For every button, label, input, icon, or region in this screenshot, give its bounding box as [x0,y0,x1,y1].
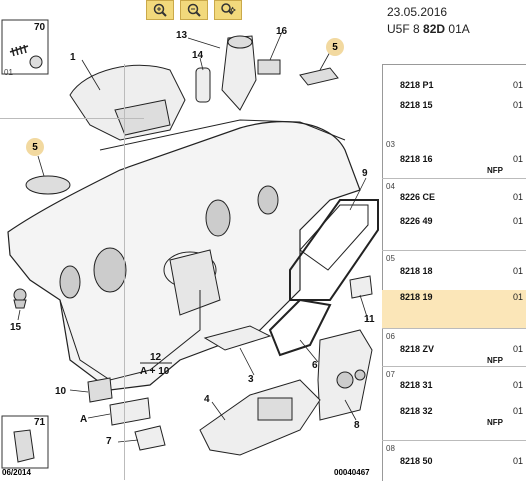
zoom-in-button[interactable] [146,0,174,20]
zoom-in-icon [153,3,167,17]
callout-8: 8 [354,420,360,431]
parts-diagram[interactable]: 70 1 13 14 16 5 5 9 15 12 A + 10 3 10 A … [0,0,382,480]
callout-12: 12 [150,352,162,363]
callout-16: 16 [276,26,288,37]
diagram-id-footer: 00040467 [334,468,370,477]
group-08: 08 [386,444,395,453]
callout-a: A [80,414,88,425]
callout-1: 1 [70,52,76,63]
callout-3: 3 [248,374,254,385]
callout-14: 14 [192,50,204,61]
callout-6: 6 [312,360,318,371]
dashboard-exploded-view [1,19,379,469]
catalog-date: 23.05.2016 [387,5,448,19]
callout-9: 9 [362,168,368,179]
parts-list [382,64,526,481]
group-04: 04 [382,180,526,251]
zoom-out-button[interactable] [180,0,208,20]
group-03: 03 [382,138,526,179]
group-05: 05 [382,252,526,329]
catalog-reference: U5F 8 82D 01A [387,22,470,36]
callout-5-highlight[interactable]: 5 [26,138,44,156]
move-icon [221,3,236,15]
pan-button[interactable] [214,0,242,20]
zoom-out-icon [187,3,201,17]
group-07: 07 [382,368,526,441]
callout-7: 7 [106,436,112,447]
group-01: 01 [0,64,144,119]
zoom-toolbar [146,0,242,20]
callout-5-highlight[interactable]: 5 [326,38,344,56]
callout-71: 71 [34,417,46,428]
callout-13: 13 [176,30,188,41]
group-06: 06 [382,330,526,367]
callout-70: 70 [34,22,46,33]
callout-4: 4 [204,394,210,405]
callout-10: 10 [55,386,67,397]
callout-15: 15 [10,322,22,333]
diagram-date-footer: 06/2014 [2,468,31,477]
callout-a-plus-10: A + 10 [140,366,170,377]
callout-11: 11 [364,314,375,325]
